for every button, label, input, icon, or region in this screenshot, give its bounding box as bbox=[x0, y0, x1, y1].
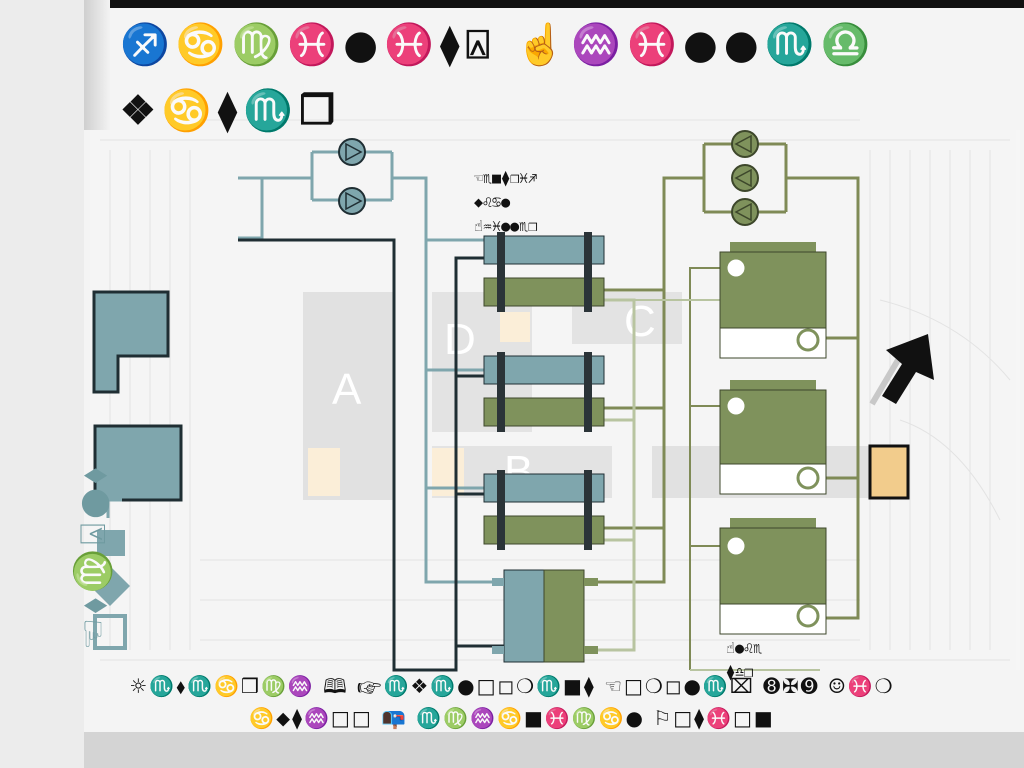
zone-c-label: C bbox=[624, 297, 656, 346]
cooling-tower-label: ☝●♌♏ ⧫♎❒ bbox=[726, 639, 763, 681]
storage-tanks bbox=[92, 290, 183, 502]
left-margin-band bbox=[0, 0, 84, 768]
chiller-icon bbox=[483, 352, 605, 432]
heat-exchanger-icon bbox=[492, 569, 598, 663]
bottom-band bbox=[84, 732, 1024, 768]
pump-icon bbox=[731, 164, 759, 192]
top-bar bbox=[0, 0, 1024, 8]
central-chiller-label: ☜♏■⧫❒♓♐ ◆♌♋● ☝♒♓●●♏❒ bbox=[474, 169, 538, 235]
chiller-icon bbox=[483, 470, 605, 550]
zone-d-label: D bbox=[444, 315, 476, 364]
footer: ☼♏⬧♏♋❒♍♒ 🕮 ☞♏❖♏●□◻❍♏■⧫ ☜□❍◻●♏⌧ ➑✠➒ ☺♓❍ ♋… bbox=[0, 670, 1024, 734]
cooling-tower-icon bbox=[719, 518, 827, 635]
cooling-towers bbox=[719, 242, 827, 635]
page-title: ♐♋♍♓●♓⧫⍓ ☝♒♓●●♏♎ ❖♋⧫♏❒ bbox=[120, 21, 877, 134]
north-arrow-icon bbox=[869, 334, 934, 406]
zone-a-label: A bbox=[332, 365, 362, 414]
cooling-tower-icon bbox=[719, 242, 827, 359]
footer-line-1: ☼♏⬧♏♋❒♍♒ 🕮 ☞♏❖♏●□◻❍♏■⧫ ☜□❍◻●♏⌧ ➑✠➒ ☺♓❍ bbox=[129, 674, 895, 698]
chiller-icon bbox=[483, 232, 605, 312]
chillers bbox=[483, 232, 605, 663]
cw-pumps bbox=[731, 130, 759, 226]
legend-symbols bbox=[90, 484, 130, 650]
pump-icon bbox=[338, 138, 366, 166]
footer-line-2: ♋⬥⧫♒□□ 📭 ♏♍♒♋■♓♍♋● ⚐□⧫♓□■ bbox=[249, 706, 775, 730]
pump-icon bbox=[731, 130, 759, 158]
cooling-tower-icon bbox=[719, 380, 827, 495]
pipes bbox=[238, 142, 860, 672]
pump-icon bbox=[338, 187, 366, 215]
side-label: ☜⬧♍⍓●⬧ bbox=[73, 463, 114, 650]
left-gradient-band bbox=[84, 0, 110, 130]
pump-icon bbox=[731, 198, 759, 226]
tank-l-shape bbox=[92, 290, 170, 394]
chw-pumps bbox=[338, 138, 366, 215]
